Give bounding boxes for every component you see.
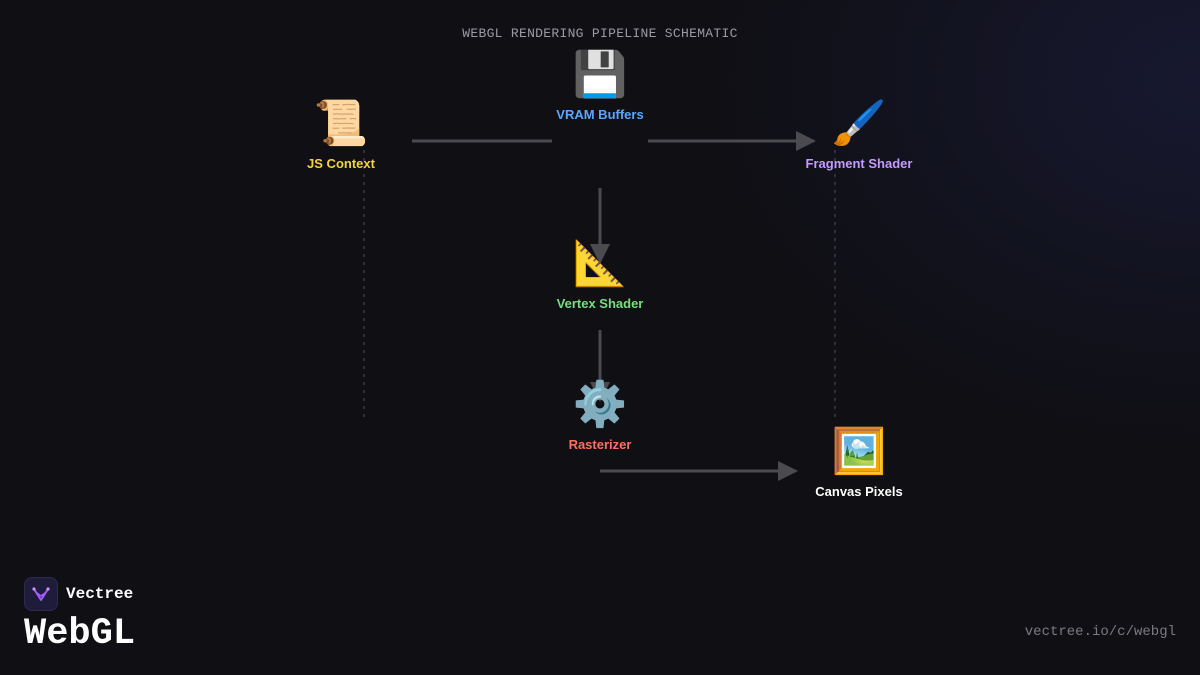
brand-topic: WebGL	[24, 613, 136, 655]
page-url: vectree.io/c/webgl	[1024, 624, 1176, 640]
framed-picture-icon: 🖼️	[831, 426, 887, 477]
node-rasterizer: ⚙️ Rasterizer	[520, 379, 680, 452]
diagram-title: WEBGL RENDERING PIPELINE SCHEMATIC	[462, 26, 738, 41]
scroll-icon: 📜	[313, 98, 369, 149]
node-label-vram-buffers: VRAM Buffers	[556, 107, 644, 122]
node-label-fragment-shader: Fragment Shader	[805, 156, 913, 171]
floppy-disk-icon: 💾	[572, 49, 628, 100]
node-label-vertex-shader: Vertex Shader	[556, 296, 644, 311]
node-js-context: 📜 JS Context	[261, 98, 421, 171]
node-fragment-shader: 🖌️ Fragment Shader	[779, 98, 939, 171]
node-label-canvas-pixels: Canvas Pixels	[815, 484, 903, 499]
node-vertex-shader: 📐 Vertex Shader	[520, 238, 680, 311]
brand-row: Vectree	[24, 577, 135, 611]
node-vram-buffers: 💾 VRAM Buffers	[520, 49, 680, 122]
vectree-logo-icon	[24, 577, 58, 611]
brand-block: Vectree WebGL	[24, 577, 135, 655]
node-canvas-pixels: 🖼️ Canvas Pixels	[779, 426, 939, 499]
paintbrush-icon: 🖌️	[831, 98, 887, 149]
triangle-ruler-icon: 📐	[572, 238, 628, 289]
brand-name: Vectree	[66, 585, 134, 603]
vectree-logo-mark	[32, 587, 50, 601]
gear-icon: ⚙️	[572, 379, 628, 430]
node-label-js-context: JS Context	[307, 156, 375, 171]
node-label-rasterizer: Rasterizer	[568, 437, 632, 452]
